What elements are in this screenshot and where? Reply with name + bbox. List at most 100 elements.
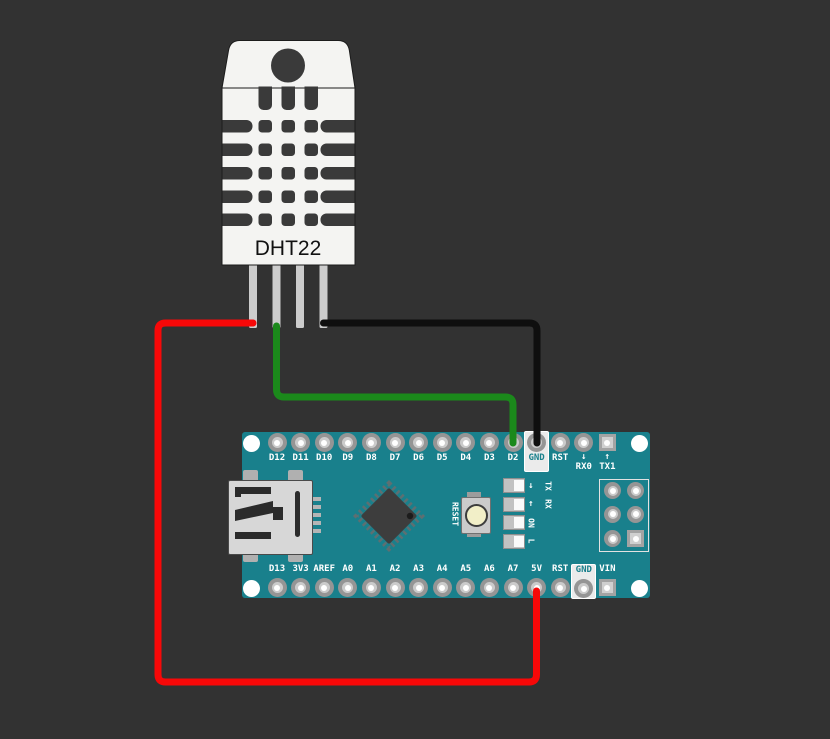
pin-label: A1	[365, 564, 377, 574]
dht22-pins[interactable]	[249, 260, 328, 328]
top-pin-D6[interactable]: D6	[407, 433, 431, 463]
pin-label: D4	[460, 453, 472, 463]
pin-label: A3	[413, 564, 425, 574]
pin-label: RST	[552, 564, 569, 574]
top-pin-D12[interactable]: D12	[265, 433, 289, 463]
pin-hole	[385, 433, 405, 452]
usb-solder-pin	[312, 521, 321, 525]
top-pin-RST[interactable]: RST	[548, 433, 572, 463]
pin-label: A2	[389, 564, 401, 574]
usb-connector	[228, 470, 321, 562]
top-pin-RX0[interactable]: ↓RX0	[572, 433, 596, 472]
pin-hole	[479, 433, 499, 452]
reset-button-tab	[467, 531, 481, 537]
bottom-pin-A5[interactable]: A5	[454, 565, 478, 597]
pin-label: D8	[365, 453, 377, 463]
top-pin-D4[interactable]: D4	[454, 433, 478, 463]
bottom-pin-3V3[interactable]: 3V3	[289, 565, 313, 597]
icsp-pin[interactable]	[627, 505, 644, 523]
pin-label: VIN	[599, 564, 616, 574]
pin-label: A0	[342, 564, 354, 574]
top-pin-TX1[interactable]: ↑TX1	[595, 433, 619, 472]
pin-hole	[314, 578, 334, 597]
mounting-hole	[243, 434, 260, 452]
pin-label: A4	[436, 564, 448, 574]
bottom-pin-A3[interactable]: A3	[407, 565, 431, 597]
pin-label: A6	[483, 564, 495, 574]
led-tag-on: ON	[526, 517, 536, 528]
bottom-pin-RST[interactable]: RST	[548, 565, 572, 597]
pin-hole	[291, 433, 311, 452]
led-lens	[513, 480, 524, 491]
bottom-pin-A4[interactable]: A4	[430, 565, 454, 597]
top-pin-D3[interactable]: D3	[477, 433, 501, 463]
bottom-pin-GND[interactable]: GND	[571, 564, 597, 599]
bottom-pin-D13[interactable]: D13	[265, 565, 289, 597]
usb-solder-pin	[312, 529, 321, 533]
bottom-pin-5V[interactable]: 5V	[525, 565, 549, 597]
top-pin-D7[interactable]: D7	[383, 433, 407, 463]
usb-engraving	[235, 487, 300, 539]
led-tx	[503, 478, 525, 493]
icsp-header	[599, 479, 649, 552]
bottom-pin-A6[interactable]: A6	[477, 565, 501, 597]
icsp-pin[interactable]	[604, 505, 621, 523]
dht22-label: DHT22	[255, 237, 322, 260]
led-tag-l: L	[526, 538, 536, 544]
top-pin-D11[interactable]: D11	[289, 433, 313, 463]
bottom-pin-AREF[interactable]: AREF	[312, 565, 336, 597]
top-pin-D10[interactable]: D10	[312, 433, 336, 463]
led-lens	[513, 498, 524, 510]
bottom-pin-VIN[interactable]: VIN	[595, 565, 619, 597]
mounting-hole	[243, 579, 260, 597]
pin-arrow: ↑	[604, 452, 611, 462]
reset-button-cap[interactable]	[464, 504, 488, 527]
top-pin-D9[interactable]: D9	[336, 433, 360, 463]
reset-label: RESET	[450, 501, 460, 527]
usb-solder-pin	[312, 513, 321, 517]
pin-label: D11	[292, 453, 309, 463]
data-wire[interactable]	[273, 322, 517, 447]
pin-hole	[338, 578, 358, 597]
bottom-pin-A1[interactable]: A1	[359, 565, 383, 597]
pin-arrow: ↓	[581, 452, 587, 462]
mounting-hole	[630, 579, 648, 597]
pin-hole	[604, 505, 621, 523]
pin-label: RST	[552, 453, 569, 463]
vcc-wire[interactable]	[154, 319, 540, 686]
pin-hole	[385, 578, 405, 597]
pin-hole	[627, 482, 644, 499]
led-on	[503, 515, 525, 530]
top-pin-D5[interactable]: D5	[430, 433, 454, 463]
pin-hole	[527, 578, 547, 597]
led-lens	[513, 517, 524, 528]
dht22-sensor[interactable]: DHT22	[210, 36, 370, 332]
led-rx	[503, 496, 525, 512]
usb-solder-pin	[312, 505, 321, 509]
usb-body	[228, 480, 313, 555]
square-pad	[598, 434, 616, 451]
top-pin-D8[interactable]: D8	[359, 433, 383, 463]
pin-hole	[409, 433, 429, 452]
pin-hole	[267, 433, 287, 452]
bottom-pin-A0[interactable]: A0	[336, 565, 360, 597]
pin-hole	[432, 578, 452, 597]
led-name-tx: TX	[543, 480, 553, 491]
pin-hole	[574, 579, 594, 598]
usb-tab	[288, 470, 303, 482]
pin-hole	[604, 530, 621, 547]
pin-hole	[574, 433, 594, 452]
icsp-pin[interactable]	[627, 482, 644, 499]
icsp-pin[interactable]	[604, 530, 621, 547]
gnd-wire[interactable]	[320, 319, 541, 447]
bottom-pin-A2[interactable]: A2	[383, 565, 407, 597]
icsp-pin[interactable]	[627, 530, 644, 547]
pin-label: GND	[528, 453, 545, 463]
icsp-pin[interactable]	[604, 482, 621, 499]
bottom-pin-A7[interactable]: A7	[501, 565, 525, 597]
pin-hole	[361, 578, 381, 597]
pin-hole	[291, 578, 311, 597]
pin-hole	[550, 578, 570, 597]
